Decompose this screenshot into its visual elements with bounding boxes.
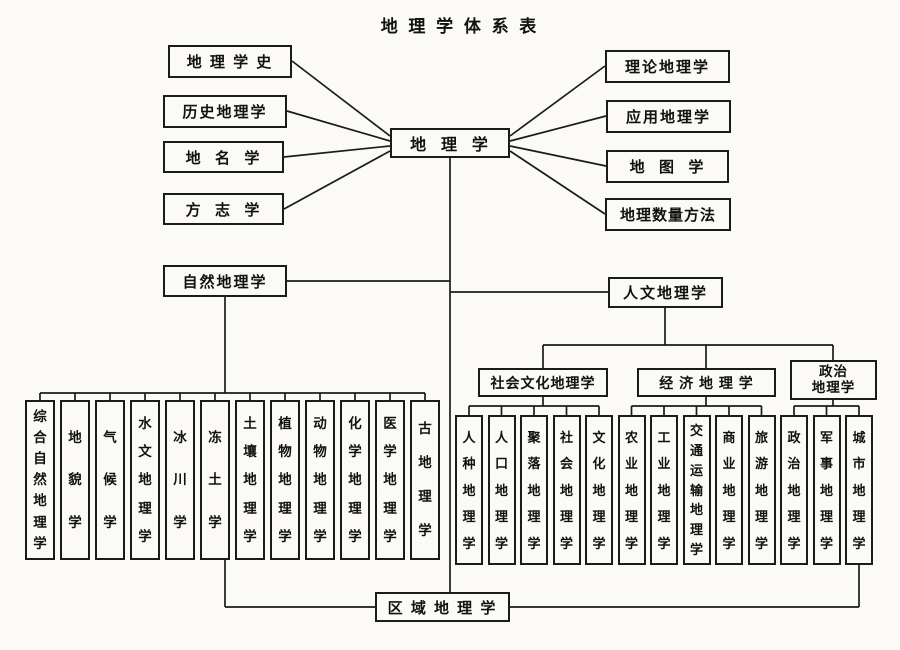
node-socio-cultural-geography: 社会文化地理学 [478, 368, 608, 397]
discipline-node: 人口地理学 [487, 415, 516, 565]
discipline-node: 医学地理学 [375, 400, 405, 560]
discipline-node: 地貌学 [60, 400, 90, 560]
node-political-geography-group: 政治 地理学 [790, 360, 877, 400]
node-toponymy: 地 名 学 [163, 141, 284, 173]
node-regional-geography: 区 域 地 理 学 [375, 592, 510, 622]
node-history-of-geography: 地 理 学 史 [168, 45, 292, 78]
discipline-node: 综合自然地理学 [25, 400, 55, 560]
discipline-node: 社会地理学 [552, 415, 581, 565]
discipline-node: 政治地理学 [780, 415, 808, 565]
discipline-node: 文化地理学 [585, 415, 613, 565]
discipline-node: 人种地理学 [455, 415, 483, 565]
discipline-node: 水文地理学 [130, 400, 160, 560]
node-historical-geography: 历史地理学 [163, 95, 287, 128]
discipline-node: 古地理学 [410, 400, 440, 560]
node-physical-geography: 自然地理学 [163, 265, 287, 297]
discipline-node: 冻土学 [200, 400, 230, 560]
node-theoretical-geography: 理论地理学 [605, 50, 730, 83]
discipline-node: 化学地理学 [340, 400, 370, 560]
node-geography: 地 理 学 [390, 128, 510, 158]
political-label-line1: 政治 [819, 363, 848, 379]
discipline-node: 城市地理学 [845, 415, 873, 565]
discipline-node: 工业地理学 [650, 415, 678, 565]
discipline-node: 冰川学 [165, 400, 195, 560]
discipline-node: 土壤地理学 [235, 400, 265, 560]
discipline-node: 商业地理学 [715, 415, 743, 565]
node-applied-geography: 应用地理学 [606, 100, 731, 133]
discipline-node: 旅游地理学 [747, 415, 776, 565]
political-label-line2: 地理学 [811, 380, 856, 395]
discipline-node: 交通运输地理学 [682, 415, 711, 565]
node-chorography: 方 志 学 [163, 193, 284, 225]
discipline-node: 聚落地理学 [520, 415, 548, 565]
node-cartography: 地 图 学 [606, 150, 729, 183]
discipline-node: 军事地理学 [812, 415, 841, 565]
node-quantitative-methods: 地理数量方法 [605, 198, 731, 231]
discipline-node: 动物地理学 [305, 400, 335, 560]
diagram-title: 地 理 学 体 系 表 [380, 17, 540, 36]
discipline-node: 气候学 [95, 400, 125, 560]
node-economic-geography: 经 济 地 理 学 [637, 368, 776, 397]
discipline-node: 植物地理学 [270, 400, 300, 560]
discipline-node: 农业地理学 [617, 415, 646, 565]
node-human-geography: 人文地理学 [608, 277, 723, 308]
